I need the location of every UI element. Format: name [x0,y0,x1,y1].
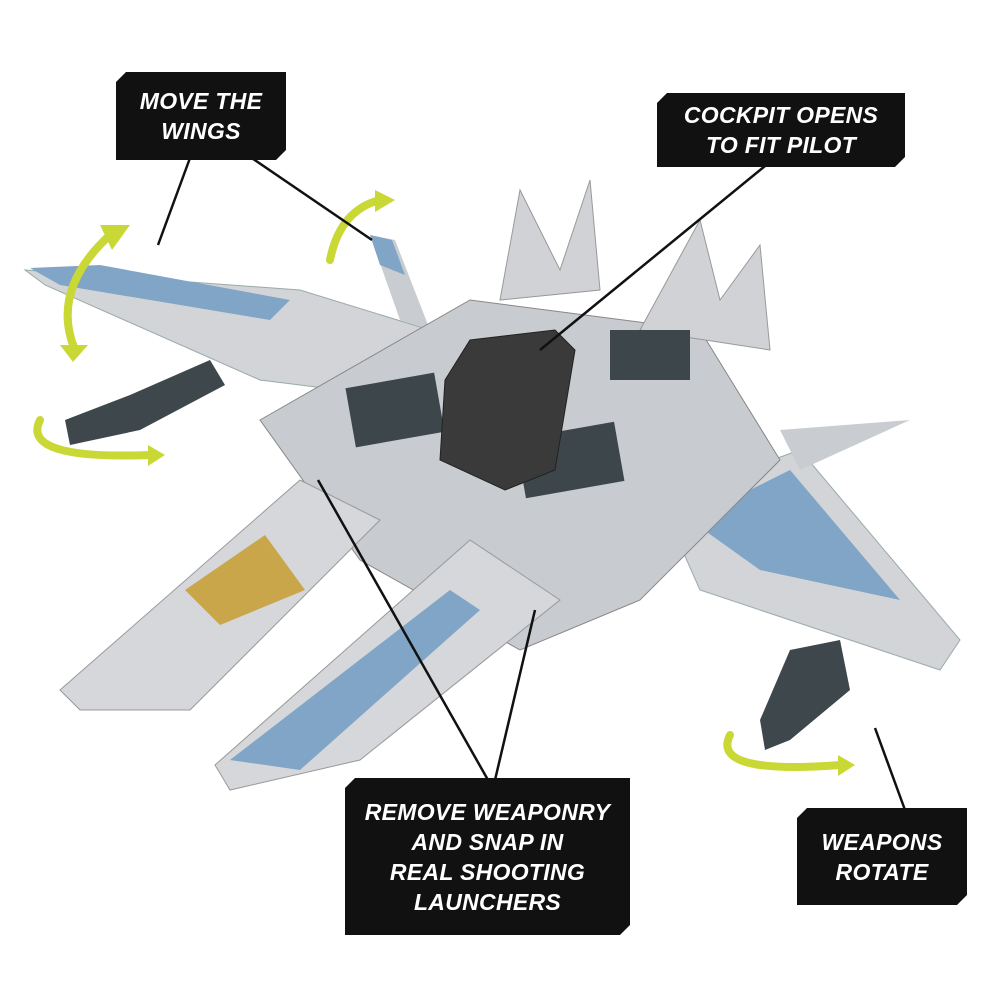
callout-line: ROTATE [835,858,929,885]
callout-line: AND SNAP IN [411,828,564,855]
callout-line: MOVE THE [139,88,263,114]
dark-thruster [345,372,445,448]
left-prong-grille [185,535,305,625]
arrow-head-icon [375,190,395,212]
arrow-head-icon [60,345,88,362]
rear-fin-stripe [370,235,405,275]
leader-lines [156,148,907,811]
cockpit [439,329,576,491]
arrow-head-icon [148,445,165,466]
callout-line: LAUNCHERS [413,888,562,915]
right-gun [760,640,850,750]
right-prong-stripe [230,590,480,770]
callout-cockpit: COCKPIT OPENS TO FIT PILOT [657,93,905,167]
callout-line: WEAPONS [821,828,943,855]
left-gun [65,360,225,445]
rotate-arrow-icon [723,731,844,771]
wing-arrow-icon [63,231,114,354]
wing-arrow-icon [326,196,384,264]
right-fin [780,420,910,470]
right-wing-stripe [690,470,900,600]
callout-line: REMOVE WEAPONRY [364,798,611,825]
arrow-head-icon [838,755,855,776]
rotate-arrow-icon [33,416,154,460]
callout-line: TO FIT PILOT [705,132,857,158]
dark-thruster [610,330,690,380]
callout-line: REAL SHOOTING [389,858,586,885]
callout-remove-weaponry: REMOVE WEAPONRY AND SNAP IN REAL SHOOTIN… [345,778,630,935]
callout-line: COCKPIT OPENS [683,102,879,128]
callout-move-wings: MOVE THE WINGS [116,72,286,160]
spike-right [639,218,771,351]
arrow-head-icon [100,225,130,250]
left-wing-stripe [30,265,290,320]
callout-line: WINGS [161,118,241,144]
spike-left [499,179,601,301]
callout-weapons-rotate: WEAPONS ROTATE [797,808,967,905]
motion-arrows [33,196,844,771]
